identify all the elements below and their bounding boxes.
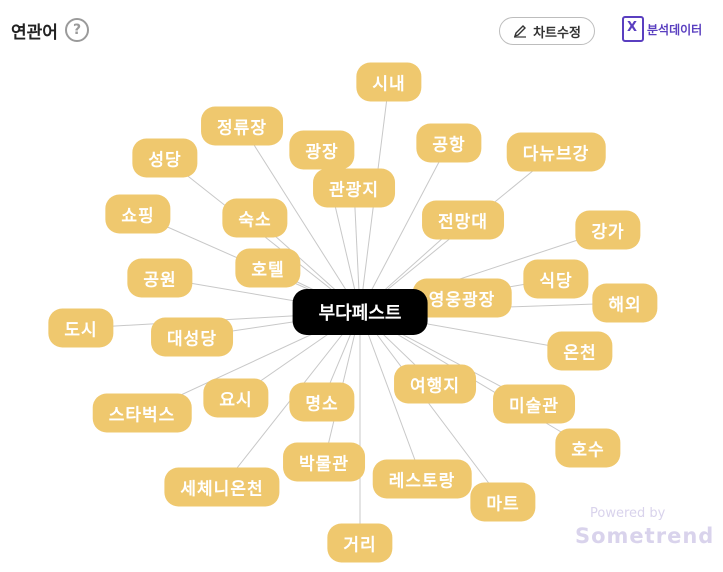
keyword-node[interactable]: 도시 bbox=[48, 308, 114, 348]
brand-logo: Sometrend bbox=[575, 524, 715, 548]
keyword-node[interactable]: 요시 bbox=[203, 378, 269, 418]
keyword-node[interactable]: 레스토랑 bbox=[372, 459, 472, 499]
keyword-node[interactable]: 다뉴브강 bbox=[506, 132, 606, 172]
keyword-node[interactable]: 거리 bbox=[327, 523, 393, 563]
keyword-node[interactable]: 성당 bbox=[132, 138, 198, 178]
download-data-button[interactable]: X 분석데이터 bbox=[622, 16, 702, 42]
keyword-node[interactable]: 온천 bbox=[547, 331, 613, 371]
keyword-node[interactable]: 정류장 bbox=[201, 106, 283, 146]
powered-by-text: Powered by bbox=[590, 506, 666, 521]
keyword-node[interactable]: 명소 bbox=[289, 382, 355, 422]
keyword-node[interactable]: 영웅광장 bbox=[412, 278, 512, 318]
keyword-node[interactable]: 호텔 bbox=[235, 248, 301, 288]
connection-line bbox=[241, 125, 361, 313]
help-icon[interactable]: ? bbox=[65, 18, 89, 42]
keyword-node[interactable]: 공원 bbox=[127, 258, 193, 298]
keyword-node[interactable]: 여행지 bbox=[394, 364, 476, 404]
keyword-node[interactable]: 전망대 bbox=[422, 200, 504, 240]
edit-chart-button[interactable]: 차트수정 bbox=[499, 17, 595, 45]
page-title: 연관어 bbox=[11, 23, 58, 43]
keyword-node[interactable]: 박물관 bbox=[283, 442, 365, 482]
keyword-node[interactable]: 쇼핑 bbox=[105, 194, 171, 234]
keyword-node[interactable]: 대성당 bbox=[151, 317, 233, 357]
keyword-node[interactable]: 공항 bbox=[416, 123, 482, 163]
keyword-node[interactable]: 세체니온천 bbox=[164, 467, 280, 507]
edit-chart-label: 차트수정 bbox=[533, 25, 581, 41]
excel-icon-letter: X bbox=[627, 20, 638, 35]
connection-line bbox=[359, 311, 423, 480]
keyword-node[interactable]: 관광지 bbox=[313, 168, 395, 208]
keyword-node[interactable]: 식당 bbox=[523, 259, 589, 299]
keyword-node[interactable]: 마트 bbox=[470, 482, 536, 522]
keyword-node[interactable]: 미술관 bbox=[493, 384, 575, 424]
keyword-node[interactable]: 해외 bbox=[592, 283, 658, 323]
pencil-icon bbox=[513, 25, 527, 38]
keyword-node[interactable]: 호수 bbox=[555, 428, 621, 468]
excel-icon: X bbox=[622, 16, 644, 42]
center-keyword[interactable]: 부다페스트 bbox=[292, 289, 428, 335]
keyword-node[interactable]: 스타벅스 bbox=[92, 393, 192, 433]
connection-line bbox=[359, 311, 504, 503]
download-data-label: 분석데이터 bbox=[647, 22, 703, 37]
keyword-node[interactable]: 강가 bbox=[575, 210, 641, 250]
connection-line bbox=[359, 142, 450, 313]
keyword-node[interactable]: 광장 bbox=[289, 130, 355, 170]
keyword-node[interactable]: 시내 bbox=[356, 62, 422, 102]
keyword-node[interactable]: 숙소 bbox=[222, 198, 288, 238]
